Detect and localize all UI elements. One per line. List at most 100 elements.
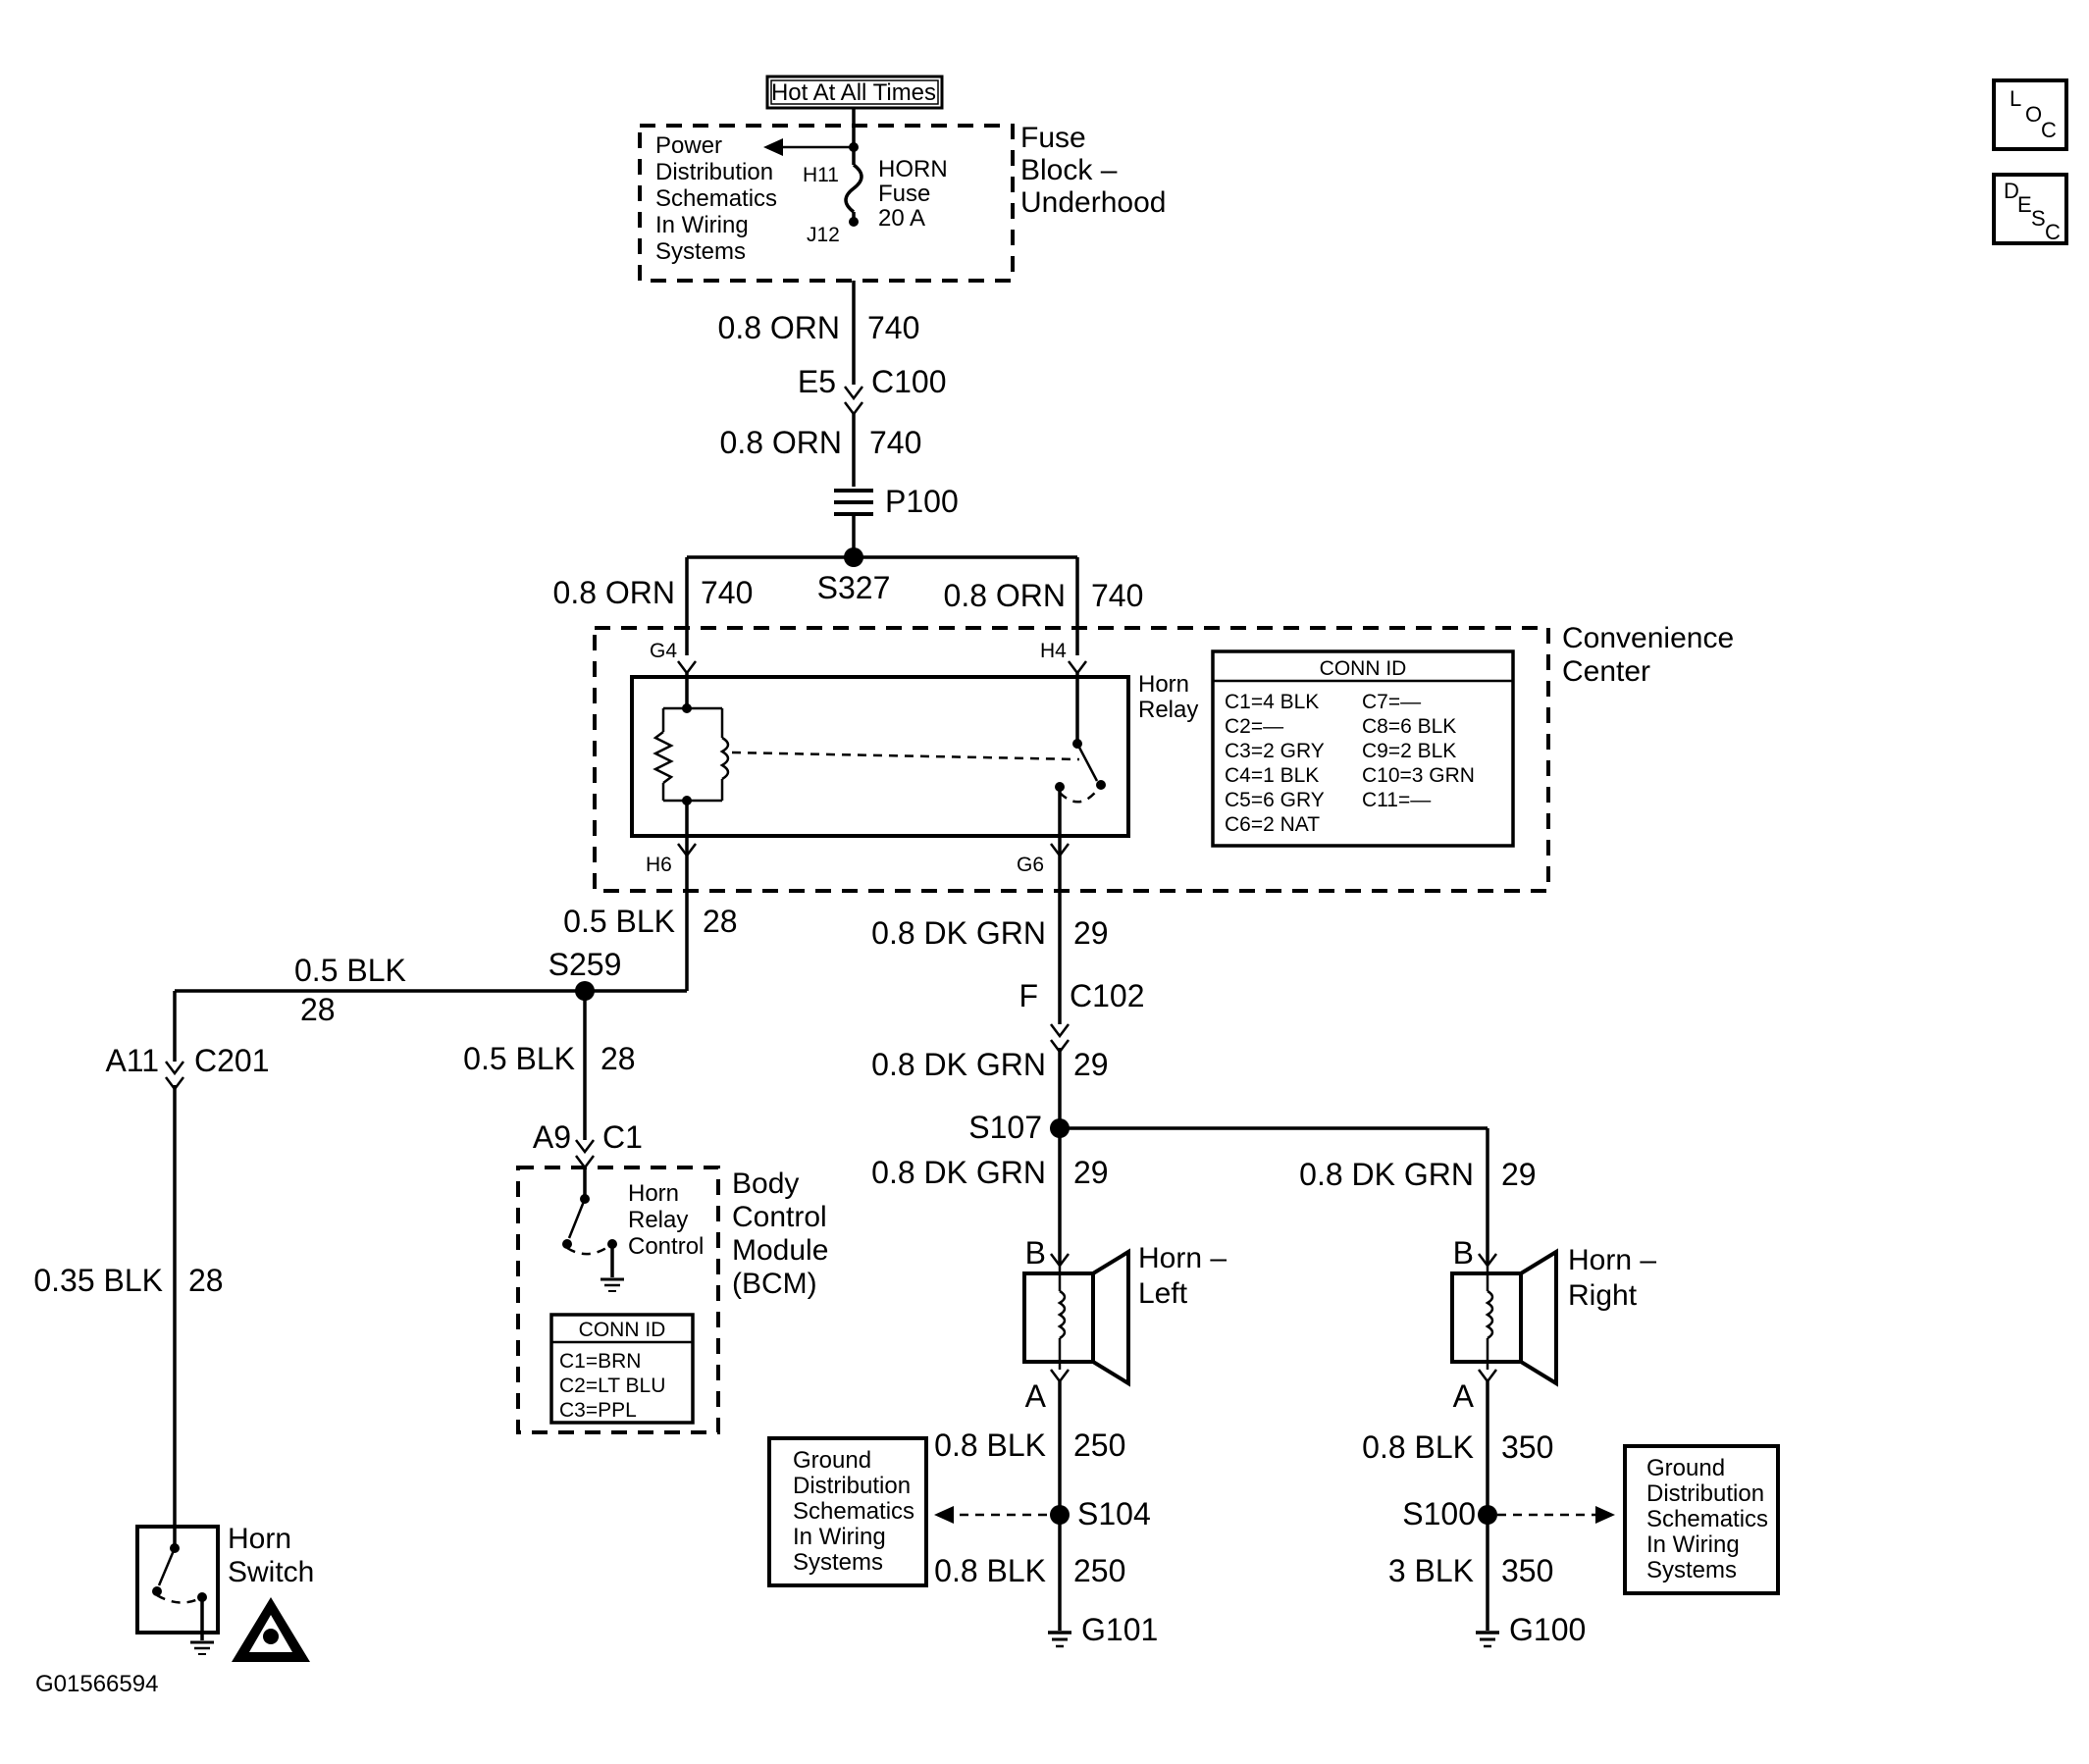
svg-text:29: 29 xyxy=(1073,1047,1109,1082)
svg-text:C9=2 BLK: C9=2 BLK xyxy=(1362,740,1456,762)
svg-text:S259: S259 xyxy=(548,947,622,982)
svg-text:Schematics: Schematics xyxy=(1646,1506,1768,1532)
svg-text:20 A: 20 A xyxy=(878,205,925,232)
svg-text:C3=2 GRY: C3=2 GRY xyxy=(1225,740,1325,762)
airbag-warning-icon xyxy=(232,1597,310,1662)
svg-text:Block –: Block – xyxy=(1020,154,1118,186)
svg-text:Horn –: Horn – xyxy=(1568,1244,1656,1276)
svg-text:S100: S100 xyxy=(1402,1496,1476,1531)
svg-text:Systems: Systems xyxy=(1646,1557,1737,1583)
svg-text:C1=4 BLK: C1=4 BLK xyxy=(1225,691,1319,713)
convenience-center: G4 H4 H6 G6 Horn Relay Convenience Cente… xyxy=(593,622,1734,893)
svg-text:P100: P100 xyxy=(885,484,959,519)
svg-text:C5=6 GRY: C5=6 GRY xyxy=(1225,789,1325,811)
svg-text:H11: H11 xyxy=(803,164,839,186)
svg-text:0.5 BLK: 0.5 BLK xyxy=(294,953,406,988)
svg-text:0.8 BLK: 0.8 BLK xyxy=(934,1553,1046,1588)
svg-text:28: 28 xyxy=(188,1263,224,1298)
horn-right[interactable]: B A Horn – Right 0.8 BLK 350 S100 3 BLK … xyxy=(1362,1235,1780,1648)
svg-text:29: 29 xyxy=(1501,1157,1537,1192)
svg-text:740: 740 xyxy=(1091,578,1143,613)
svg-text:E: E xyxy=(2017,192,2032,217)
svg-text:Distribution: Distribution xyxy=(793,1473,911,1499)
svg-text:HORN: HORN xyxy=(878,156,948,182)
svg-text:Ground: Ground xyxy=(1646,1455,1725,1481)
conn-id-table-convenience: CONN ID C1=4 BLK C2=— C3=2 GRY C4=1 BLK … xyxy=(1211,649,1515,848)
svg-text:Systems: Systems xyxy=(655,238,746,265)
svg-text:F: F xyxy=(1018,978,1038,1013)
svg-text:Center: Center xyxy=(1562,655,1650,688)
svg-text:A: A xyxy=(1453,1378,1475,1414)
svg-text:Control: Control xyxy=(628,1233,704,1260)
svg-text:Ground: Ground xyxy=(793,1447,871,1474)
body-control-module: Horn Relay Control Body Control Module (… xyxy=(516,1166,828,1434)
ground-distribution-ref-left[interactable]: Ground Distribution Schematics In Wiring… xyxy=(767,1436,928,1587)
svg-text:Distribution: Distribution xyxy=(1646,1480,1764,1507)
svg-text:G101: G101 xyxy=(1081,1612,1158,1647)
svg-text:In Wiring: In Wiring xyxy=(655,212,749,238)
svg-text:(BCM): (BCM) xyxy=(732,1268,817,1300)
svg-text:0.35 BLK: 0.35 BLK xyxy=(33,1263,163,1298)
svg-text:250: 250 xyxy=(1073,1553,1125,1588)
svg-text:C7=—: C7=— xyxy=(1362,691,1421,713)
svg-text:CONN ID: CONN ID xyxy=(1320,657,1407,680)
svg-text:C100: C100 xyxy=(871,364,947,399)
svg-text:CONN ID: CONN ID xyxy=(579,1319,666,1341)
svg-text:G4: G4 xyxy=(650,640,677,662)
svg-text:Horn: Horn xyxy=(628,1180,679,1207)
svg-text:350: 350 xyxy=(1501,1553,1553,1588)
svg-text:Fuse: Fuse xyxy=(878,181,930,207)
svg-text:Control: Control xyxy=(732,1201,827,1233)
svg-text:0.8 ORN: 0.8 ORN xyxy=(720,425,842,460)
svg-text:350: 350 xyxy=(1501,1429,1553,1465)
svg-text:In Wiring: In Wiring xyxy=(793,1524,886,1550)
svg-text:C1=BRN: C1=BRN xyxy=(559,1350,641,1373)
svg-text:C11=—: C11=— xyxy=(1362,789,1431,811)
svg-text:Horn –: Horn – xyxy=(1138,1242,1227,1274)
svg-text:C4=1 BLK: C4=1 BLK xyxy=(1225,764,1319,787)
svg-text:C2=LT BLU: C2=LT BLU xyxy=(559,1375,665,1397)
svg-text:Underhood: Underhood xyxy=(1020,186,1166,219)
conn-id-table-bcm: CONN ID C1=BRN C2=LT BLU C3=PPL xyxy=(549,1313,695,1425)
svg-text:C102: C102 xyxy=(1070,978,1145,1013)
svg-text:Left: Left xyxy=(1138,1277,1188,1310)
svg-text:3 BLK: 3 BLK xyxy=(1388,1553,1474,1588)
svg-text:S104: S104 xyxy=(1077,1496,1151,1531)
svg-text:In Wiring: In Wiring xyxy=(1646,1531,1740,1558)
svg-text:0.8 DK GRN: 0.8 DK GRN xyxy=(871,915,1046,951)
desc-icon[interactable]: D E S C xyxy=(1992,173,2068,245)
svg-text:C10=3 GRN: C10=3 GRN xyxy=(1362,764,1475,787)
svg-text:0.8 ORN: 0.8 ORN xyxy=(553,575,675,610)
horn-switch[interactable]: Horn Switch xyxy=(135,1523,314,1662)
svg-text:C3=PPL: C3=PPL xyxy=(559,1399,637,1422)
svg-text:0.8 DK GRN: 0.8 DK GRN xyxy=(871,1155,1046,1190)
hot-at-all-times-label: Hot At All Times xyxy=(765,75,944,110)
svg-text:G100: G100 xyxy=(1509,1612,1586,1647)
center-branch-wire: 0.8 DK GRN 29 F C102 0.8 DK GRN 29 S107 … xyxy=(871,856,1537,1264)
svg-text:740: 740 xyxy=(869,425,921,460)
svg-text:29: 29 xyxy=(1073,915,1109,951)
svg-text:Relay: Relay xyxy=(1138,697,1198,723)
svg-text:O: O xyxy=(2025,102,2042,127)
svg-text:Horn: Horn xyxy=(228,1523,291,1555)
svg-text:Switch: Switch xyxy=(228,1556,314,1588)
svg-text:Distribution: Distribution xyxy=(655,159,773,185)
svg-text:C201: C201 xyxy=(194,1043,270,1078)
loc-icon[interactable]: L O C xyxy=(1992,78,2068,151)
svg-text:28: 28 xyxy=(601,1041,636,1076)
svg-text:0.8 ORN: 0.8 ORN xyxy=(718,310,840,345)
left-branch-wire: 0.5 BLK 28 S259 0.5 BLK 28 A11 C201 0.5 … xyxy=(33,856,738,1527)
svg-text:Schematics: Schematics xyxy=(655,185,777,212)
svg-text:740: 740 xyxy=(701,575,753,610)
svg-text:A: A xyxy=(1025,1378,1047,1414)
svg-text:J12: J12 xyxy=(807,224,840,246)
svg-text:G6: G6 xyxy=(1017,854,1044,876)
ground-distribution-ref-right[interactable]: Ground Distribution Schematics In Wiring… xyxy=(1623,1444,1780,1595)
horn-left[interactable]: B A Horn – Left 0.8 BLK 250 S104 0.8 BLK… xyxy=(767,1235,1227,1648)
svg-text:C: C xyxy=(2041,118,2057,142)
svg-text:Schematics: Schematics xyxy=(793,1498,914,1525)
svg-text:C1: C1 xyxy=(602,1119,643,1155)
svg-text:D: D xyxy=(2004,179,2019,203)
svg-text:Module: Module xyxy=(732,1234,828,1267)
